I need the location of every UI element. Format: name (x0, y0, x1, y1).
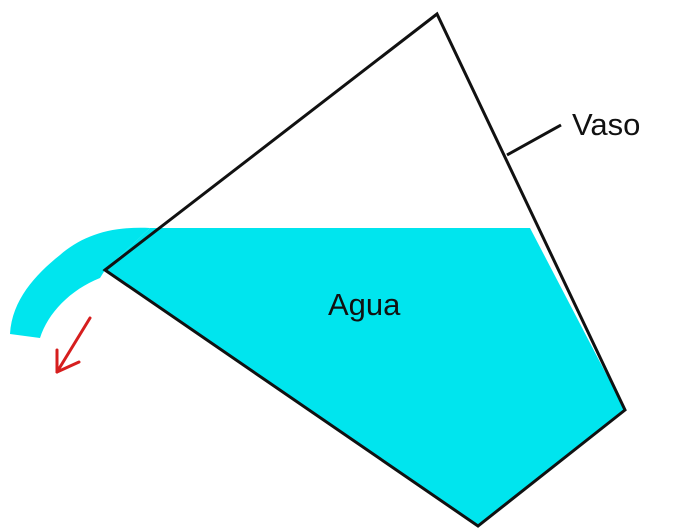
vaso-leader-line (506, 123, 562, 157)
vaso-label: Vaso (572, 107, 640, 142)
arrow-down-left-icon (55, 316, 92, 374)
agua-label: Agua (328, 287, 401, 322)
water-stream (10, 227, 150, 338)
water-body (105, 228, 625, 526)
glass-outline (102, 11, 627, 528)
